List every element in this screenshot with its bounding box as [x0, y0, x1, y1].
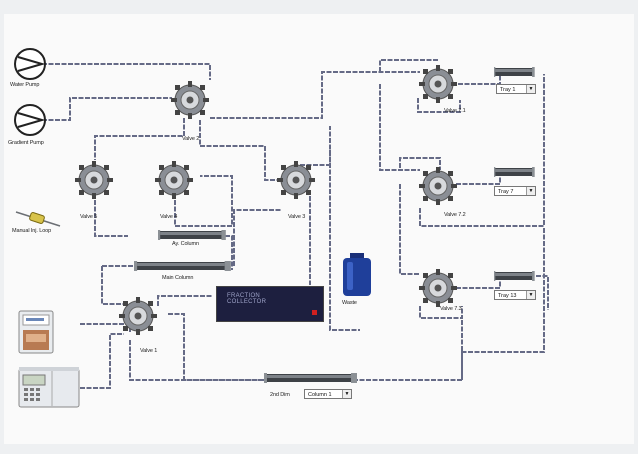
main-column-label: Main Column: [162, 275, 194, 281]
second-dim-label: 2nd Dim: [270, 392, 290, 398]
injection-loop-label: Manual Inj. Loop: [12, 228, 52, 234]
chevron-down-icon[interactable]: ▼: [526, 291, 535, 299]
tray-1-select[interactable]: Tray 1 ▼: [496, 84, 536, 94]
fraction-collector-display[interactable]: FRACTION COLLECTOR: [216, 286, 324, 322]
tray-column-1-icon[interactable]: [494, 66, 536, 78]
valve-7-1-icon[interactable]: [418, 64, 458, 104]
waste-bottle-icon[interactable]: [340, 252, 374, 298]
valve-7-2-label: Valve 7.2: [444, 212, 466, 218]
valve-3-label: Valve 3: [288, 214, 306, 220]
chevron-down-icon[interactable]: ▼: [526, 85, 535, 93]
tray-1-value: Tray 1: [500, 87, 516, 93]
tray-column-13-icon[interactable]: [494, 270, 536, 282]
gradient-pump-icon[interactable]: [12, 102, 48, 138]
valve-5-label: Valve 5: [80, 214, 98, 220]
valve-2-label: Valve 2: [182, 136, 200, 142]
main-column-icon[interactable]: [134, 260, 234, 272]
valve-1-label: Valve 1: [140, 348, 158, 354]
valve-1-icon[interactable]: [118, 296, 158, 336]
analytical-column-label: Ay. Column: [172, 241, 199, 247]
valve-7-3-icon[interactable]: [418, 268, 458, 308]
column-select-value: Column 1: [308, 392, 332, 398]
tray-7-value: Tray 7: [498, 189, 514, 195]
tray-13-value: Tray 13: [498, 293, 517, 299]
waste-label: Waste: [342, 300, 357, 306]
valve-7-1-label: Valve 7.1: [444, 108, 466, 114]
tray-7-select[interactable]: Tray 7 ▼: [494, 186, 536, 196]
autosampler-icon[interactable]: [18, 310, 54, 354]
valve-7-3-label: Valve 7.3: [440, 306, 462, 312]
valve-7-2-icon[interactable]: [418, 166, 458, 206]
valve-4-label: Valve 4: [160, 214, 178, 220]
valve-2-icon[interactable]: [170, 80, 210, 120]
detector-instrument-icon[interactable]: [18, 366, 80, 408]
column-select[interactable]: Column 1 ▼: [304, 389, 352, 399]
valve-3-icon[interactable]: [276, 160, 316, 200]
status-led: [312, 310, 317, 315]
tray-column-7-icon[interactable]: [494, 166, 536, 178]
tray-13-select[interactable]: Tray 13 ▼: [494, 290, 536, 300]
water-pump-icon[interactable]: [12, 46, 48, 82]
analytical-column-icon[interactable]: [158, 229, 228, 241]
water-pump-label: Water Pump: [10, 82, 40, 88]
chevron-down-icon[interactable]: ▼: [342, 390, 351, 398]
gradient-pump-label: Gradient Pump: [8, 140, 44, 146]
chevron-down-icon[interactable]: ▼: [526, 187, 535, 195]
fraction-collector-line2: COLLECTOR: [227, 299, 267, 305]
valve-5-icon[interactable]: [74, 160, 114, 200]
fraction-collector-line1: FRACTION: [227, 293, 261, 299]
valve-4-icon[interactable]: [154, 160, 194, 200]
injection-loop-icon[interactable]: [14, 208, 62, 230]
second-dim-column-icon[interactable]: [264, 372, 360, 384]
